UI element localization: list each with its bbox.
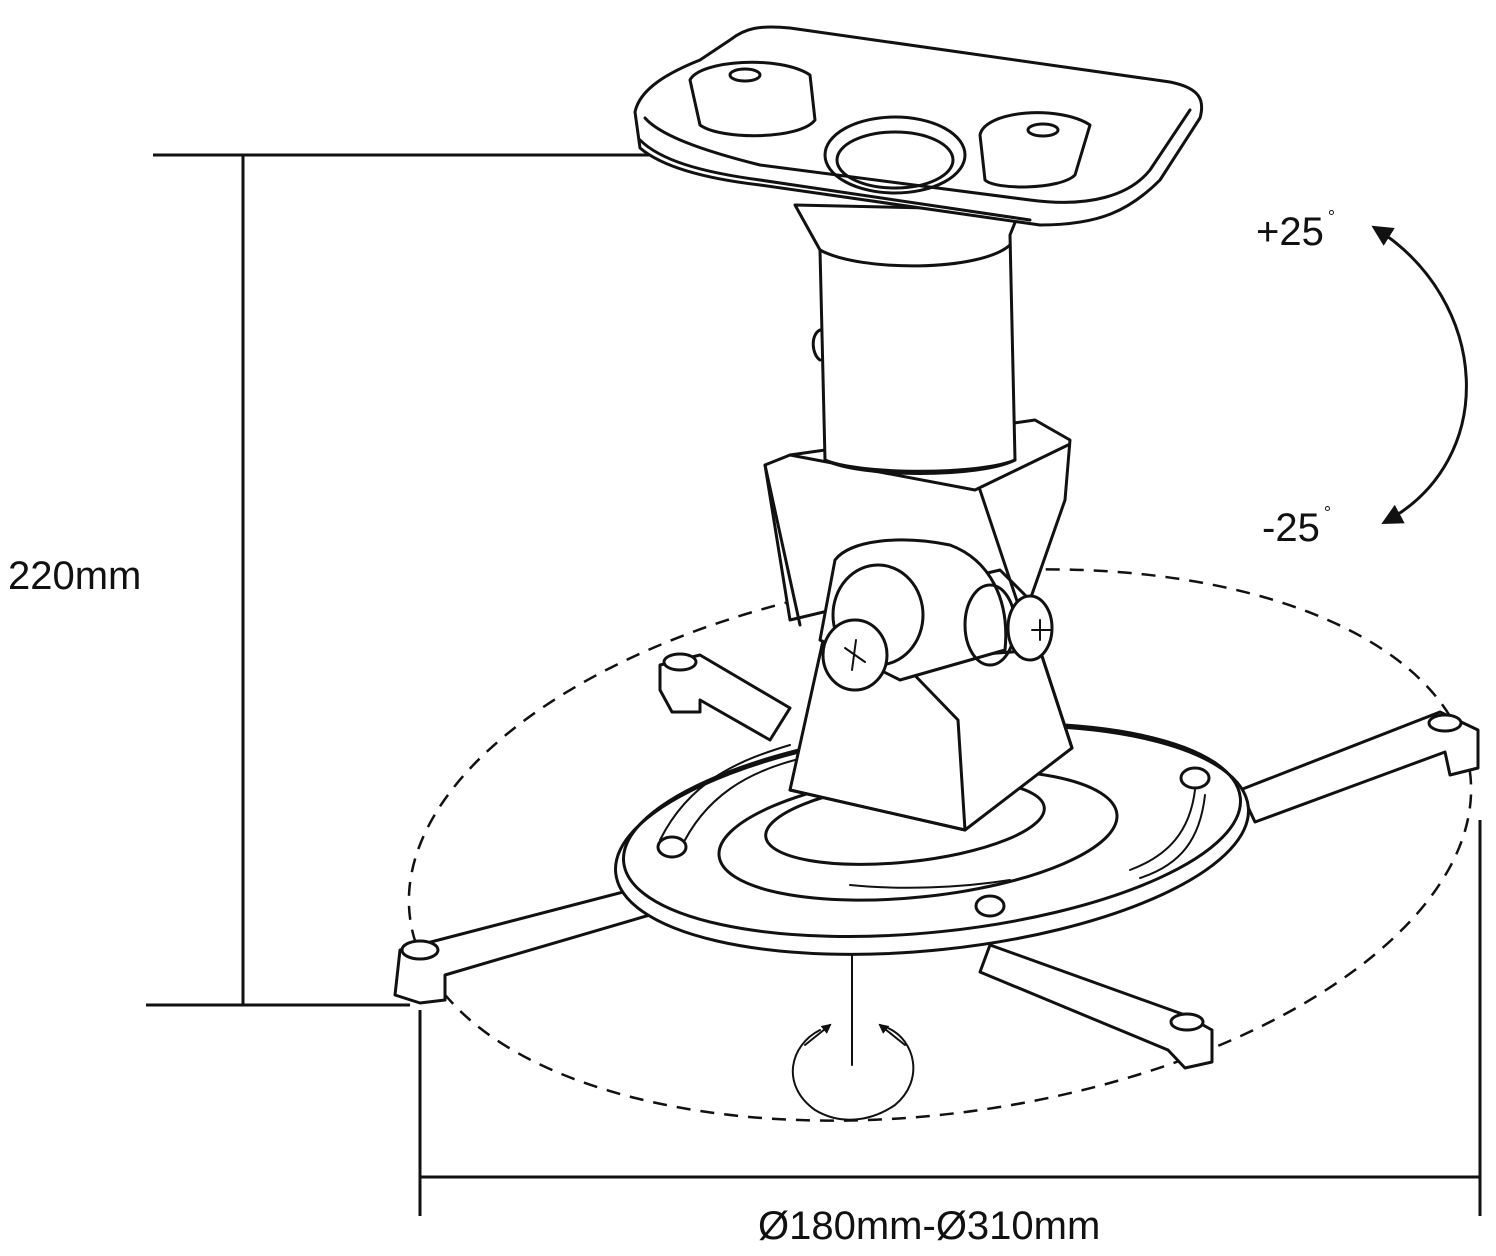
swivel-indicator-icon bbox=[791, 949, 915, 1121]
tilt-down-value: -25 bbox=[1262, 506, 1320, 550]
tilt-up-label: +25° bbox=[1256, 208, 1335, 254]
height-dimension bbox=[146, 153, 650, 1007]
tilt-up-value: +25 bbox=[1256, 210, 1324, 254]
ceiling-plate bbox=[633, 25, 1204, 227]
height-dimension-label: 220mm bbox=[8, 554, 142, 598]
pivot-screw-right-icon bbox=[1006, 594, 1054, 662]
extension-column bbox=[793, 203, 1022, 475]
degree-symbol: ° bbox=[1327, 207, 1336, 227]
pivot-screw-left-icon bbox=[821, 618, 889, 692]
tilt-arrow-icon bbox=[1371, 225, 1468, 524]
diameter-dimension bbox=[418, 820, 1482, 1216]
degree-symbol: ° bbox=[1323, 503, 1332, 523]
tilt-down-label: -25° bbox=[1262, 504, 1331, 550]
mount-legs bbox=[393, 652, 1480, 1070]
diameter-dimension-label: Ø180mm-Ø310mm bbox=[758, 1204, 1101, 1248]
